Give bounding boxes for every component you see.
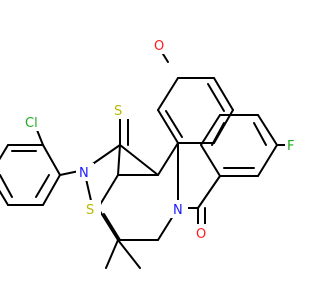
atom-sulfur-ring: S <box>86 203 94 218</box>
atom-chlorine: Cl <box>25 116 38 131</box>
bond <box>200 144 221 177</box>
bond <box>97 207 119 241</box>
bond <box>103 213 121 241</box>
atom-fluorine: F <box>287 139 294 154</box>
atom-nitrogen-isothiazole: N <box>79 166 89 181</box>
bond <box>42 174 61 206</box>
bond <box>157 109 179 144</box>
bond <box>42 144 61 176</box>
bond <box>213 77 234 111</box>
atom-nitrogen-quinoline: N <box>173 203 183 218</box>
atom-sulfur-thione: S <box>114 104 122 119</box>
bond <box>257 144 278 177</box>
bond <box>157 77 179 111</box>
bond <box>97 174 119 209</box>
bond <box>165 110 183 138</box>
bond <box>117 239 141 269</box>
bond <box>119 144 159 176</box>
molecule-structure: O S S N N O F Cl <box>0 36 300 269</box>
bond <box>157 142 179 176</box>
atom-labels: O S S N N O F Cl <box>23 36 300 242</box>
bond <box>0 144 9 161</box>
bonds <box>0 45 293 269</box>
bond <box>207 83 225 112</box>
atom-oxygen-methoxy: O <box>154 39 164 54</box>
bond <box>105 239 119 269</box>
bond <box>200 114 221 146</box>
bond <box>211 122 225 146</box>
bond <box>197 175 221 209</box>
bond <box>257 114 278 146</box>
bond <box>0 189 9 206</box>
bond <box>35 174 50 198</box>
bond <box>253 122 267 146</box>
atom-oxygen-carbonyl: O <box>196 227 206 242</box>
bond <box>117 144 121 176</box>
bond <box>0 174 13 198</box>
